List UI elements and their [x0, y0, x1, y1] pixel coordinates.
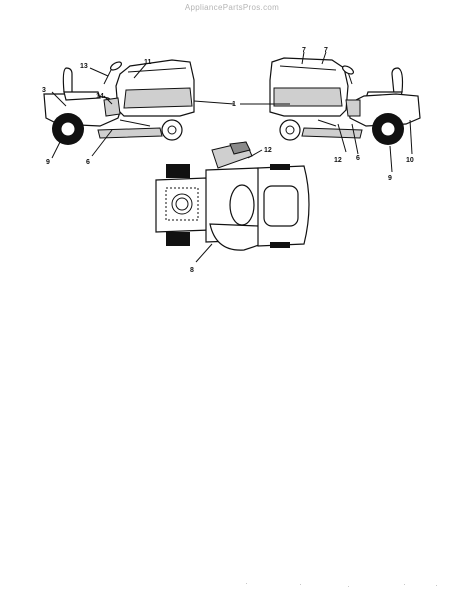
- callout-9-left: 9: [46, 159, 50, 166]
- callout-13: 13: [80, 63, 88, 70]
- callout-1: 1: [232, 101, 236, 108]
- watermark: AppliancePartsPros.com: [184, 3, 280, 12]
- callout-6-right: 6: [356, 155, 360, 162]
- tractor-right-side-view: [269, 57, 421, 145]
- callout-7-a: 7: [302, 47, 306, 54]
- callout-9-right: 9: [388, 175, 392, 182]
- scan-specks: [246, 583, 437, 587]
- callout-12-top: 12: [264, 147, 272, 154]
- callout-3: 3: [42, 87, 46, 94]
- callout-12-right: 12: [334, 157, 342, 164]
- tractor-top-view: [155, 141, 310, 251]
- callout-7-b: 7: [324, 47, 328, 54]
- callout-8: 8: [190, 267, 194, 274]
- callout-6-left: 6: [86, 159, 90, 166]
- callout-14: 14: [96, 93, 104, 100]
- leader-lines: [51, 51, 413, 263]
- callout-10: 10: [406, 157, 414, 164]
- tractor-left-side-view: [43, 59, 195, 145]
- callout-11: 11: [144, 59, 152, 66]
